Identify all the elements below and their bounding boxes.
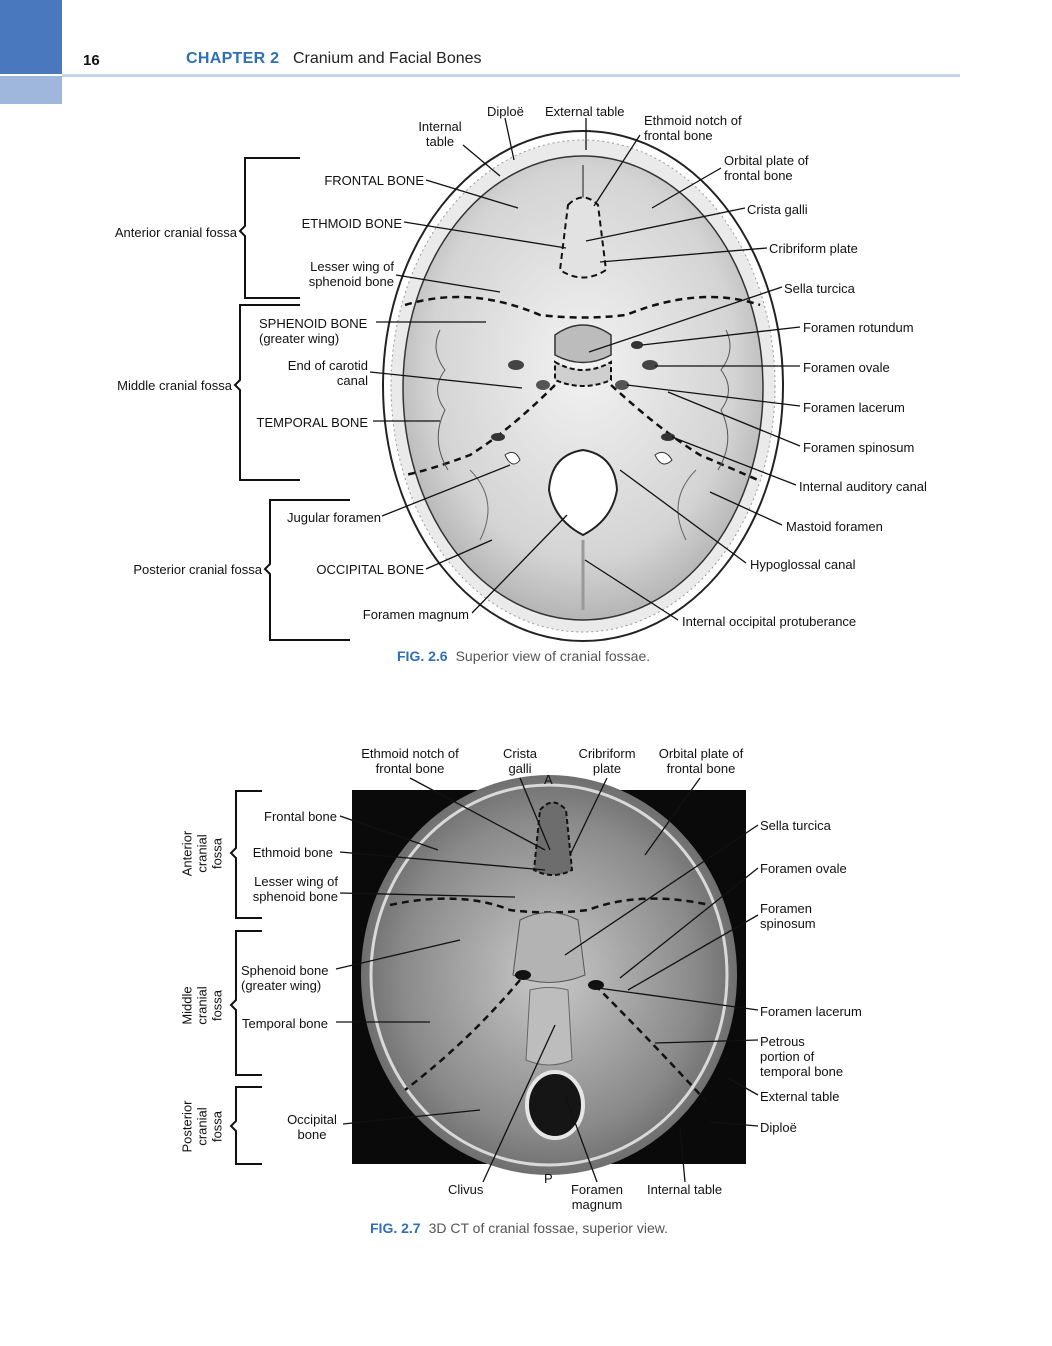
bracket-posterior	[263, 499, 350, 641]
ct-label-diploe: Diploë	[760, 1120, 797, 1135]
label-temporal-bone: TEMPORAL BONE	[256, 415, 368, 430]
label-external-table: External table	[545, 104, 625, 119]
foramen-magnum-shape	[547, 448, 619, 537]
label-crista-galli: Crista galli	[747, 202, 808, 217]
dorsum-sellae	[554, 360, 612, 387]
label-internal-table: Internal table	[418, 119, 462, 149]
label-foramen-ovale: Foramen ovale	[803, 360, 890, 375]
label-ethmoid-notch: Ethmoid notch of frontal bone	[644, 113, 742, 143]
label-hypoglossal-canal: Hypoglossal canal	[750, 557, 856, 572]
caption-number: FIG. 2.6	[397, 648, 448, 664]
label-foramen-magnum: Foramen magnum	[362, 607, 469, 622]
ct-label-ethmoid-bone: Ethmoid bone	[252, 845, 333, 860]
ct-fossa-middle-label: Middle cranial fossa	[179, 986, 225, 1025]
ct-label-sphenoid-bone: Sphenoid bone (greater wing)	[241, 963, 329, 993]
ethmoid-outline	[558, 196, 608, 279]
label-diploe: Diploë	[487, 104, 524, 119]
figure-2-6-caption: FIG. 2.6 Superior view of cranial fossae.	[397, 648, 650, 664]
label-ethmoid-bone: ETHMOID BONE	[301, 216, 402, 231]
label-mastoid-foramen: Mastoid foramen	[786, 519, 883, 534]
internal-auditory-canal-shape	[661, 433, 675, 441]
chapter-title: Cranium and Facial Bones	[293, 50, 482, 67]
ct-label-foramen-magnum: Foramen magnum	[570, 1182, 624, 1212]
label-internal-occipital-protuberance: Internal occipital protuberance	[682, 614, 857, 629]
label-cribriform-plate: Cribriform plate	[769, 241, 858, 256]
middle-posterior-boundary-right	[610, 384, 759, 482]
anterior-middle-boundary	[404, 295, 761, 319]
ct-label-crista-galli: Crista galli	[503, 746, 537, 776]
ct-label-sella-turcica: Sella turcica	[760, 818, 831, 833]
ct-orientation-anterior: A	[544, 772, 553, 787]
ct-label-frontal-bone: Frontal bone	[264, 809, 337, 824]
ct-label-occipital-bone: Occipital bone	[287, 1112, 337, 1142]
jugular-foramen-shape	[504, 451, 521, 465]
ct-bracket-middle	[229, 930, 262, 1076]
ct-label-clivus: Clivus	[448, 1182, 484, 1197]
label-internal-auditory-canal: Internal auditory canal	[799, 479, 927, 494]
header-rule	[62, 74, 960, 77]
label-foramen-spinosum: Foramen spinosum	[803, 440, 915, 455]
label-foramen-rotundum: Foramen rotundum	[803, 320, 914, 335]
bracket-middle	[233, 304, 300, 481]
foramen-rotundum-shape	[631, 341, 643, 349]
label-foramen-lacerum: Foramen lacerum	[803, 400, 905, 415]
fig27-leaders	[335, 777, 759, 1183]
ct-label-foramen-ovale: Foramen ovale	[760, 861, 847, 876]
middle-posterior-boundary-left	[404, 384, 556, 477]
ct-fossa-posterior-label: Posterior cranial fossa	[179, 1100, 225, 1153]
label-occipital-bone: OCCIPITAL BONE	[316, 562, 424, 577]
ct-label-ethmoid-notch: Ethmoid notch of frontal bone	[361, 746, 459, 776]
sella-turcica	[554, 324, 612, 364]
label-lesser-wing: Lesser wing of sphenoid bone	[308, 259, 394, 289]
bracket-anterior	[238, 157, 300, 299]
ct-label-lesser-wing: Lesser wing of sphenoid bone	[252, 874, 338, 904]
foramen-ovale-shape	[642, 360, 658, 370]
caption-number: FIG. 2.7	[370, 1220, 421, 1236]
ct-fossa-anterior-label: Anterior cranial fossa	[179, 830, 225, 877]
chapter-label: CHAPTER 2	[186, 50, 280, 67]
fossa-anterior-label: Anterior cranial fossa	[114, 225, 237, 240]
caption-text: 3D CT of cranial fossae, superior view.	[428, 1220, 668, 1236]
page-number: 16	[83, 52, 100, 69]
label-orbital-plate: Orbital plate of frontal bone	[724, 153, 809, 183]
label-frontal-bone: FRONTAL BONE	[324, 173, 424, 188]
label-jugular-foramen: Jugular foramen	[287, 510, 381, 525]
figure-2-7-caption: FIG. 2.7 3D CT of cranial fossae, superio…	[370, 1220, 668, 1236]
ct-bracket-anterior	[229, 790, 262, 919]
foramen-lacerum-shape	[615, 380, 629, 390]
ct-label-external-table: External table	[760, 1089, 840, 1104]
ct-bracket-posterior	[229, 1086, 262, 1165]
ct-label-foramen-lacerum: Foramen lacerum	[760, 1004, 862, 1019]
fig26-leaders	[369, 117, 801, 621]
label-sphenoid-bone: SPHENOID BONE (greater wing)	[259, 316, 368, 346]
label-carotid-canal: End of carotid canal	[287, 358, 368, 388]
ct-label-petrous-portion: Petrous portion of temporal bone	[760, 1034, 844, 1079]
caption-text: Superior view of cranial fossae.	[455, 648, 651, 664]
ct-orientation-posterior: P	[544, 1171, 553, 1186]
skull-floor	[402, 155, 764, 621]
ct-label-temporal-bone: Temporal bone	[242, 1016, 328, 1031]
ct-label-orbital-plate: Orbital plate of frontal bone	[658, 746, 744, 776]
header-tab	[0, 0, 62, 74]
fossa-middle-label: Middle cranial fossa	[117, 378, 232, 393]
ct-label-cribriform-plate: Cribriform plate	[578, 746, 636, 776]
label-sella-turcica: Sella turcica	[784, 281, 855, 296]
ct-label-internal-table: Internal table	[647, 1182, 723, 1197]
header-tab-light	[0, 76, 62, 104]
ct-foramen-magnum	[525, 1070, 585, 1140]
ct-label-foramen-spinosum: Foramen spinosum	[760, 901, 816, 931]
fossa-posterior-label: Posterior cranial fossa	[133, 562, 262, 577]
